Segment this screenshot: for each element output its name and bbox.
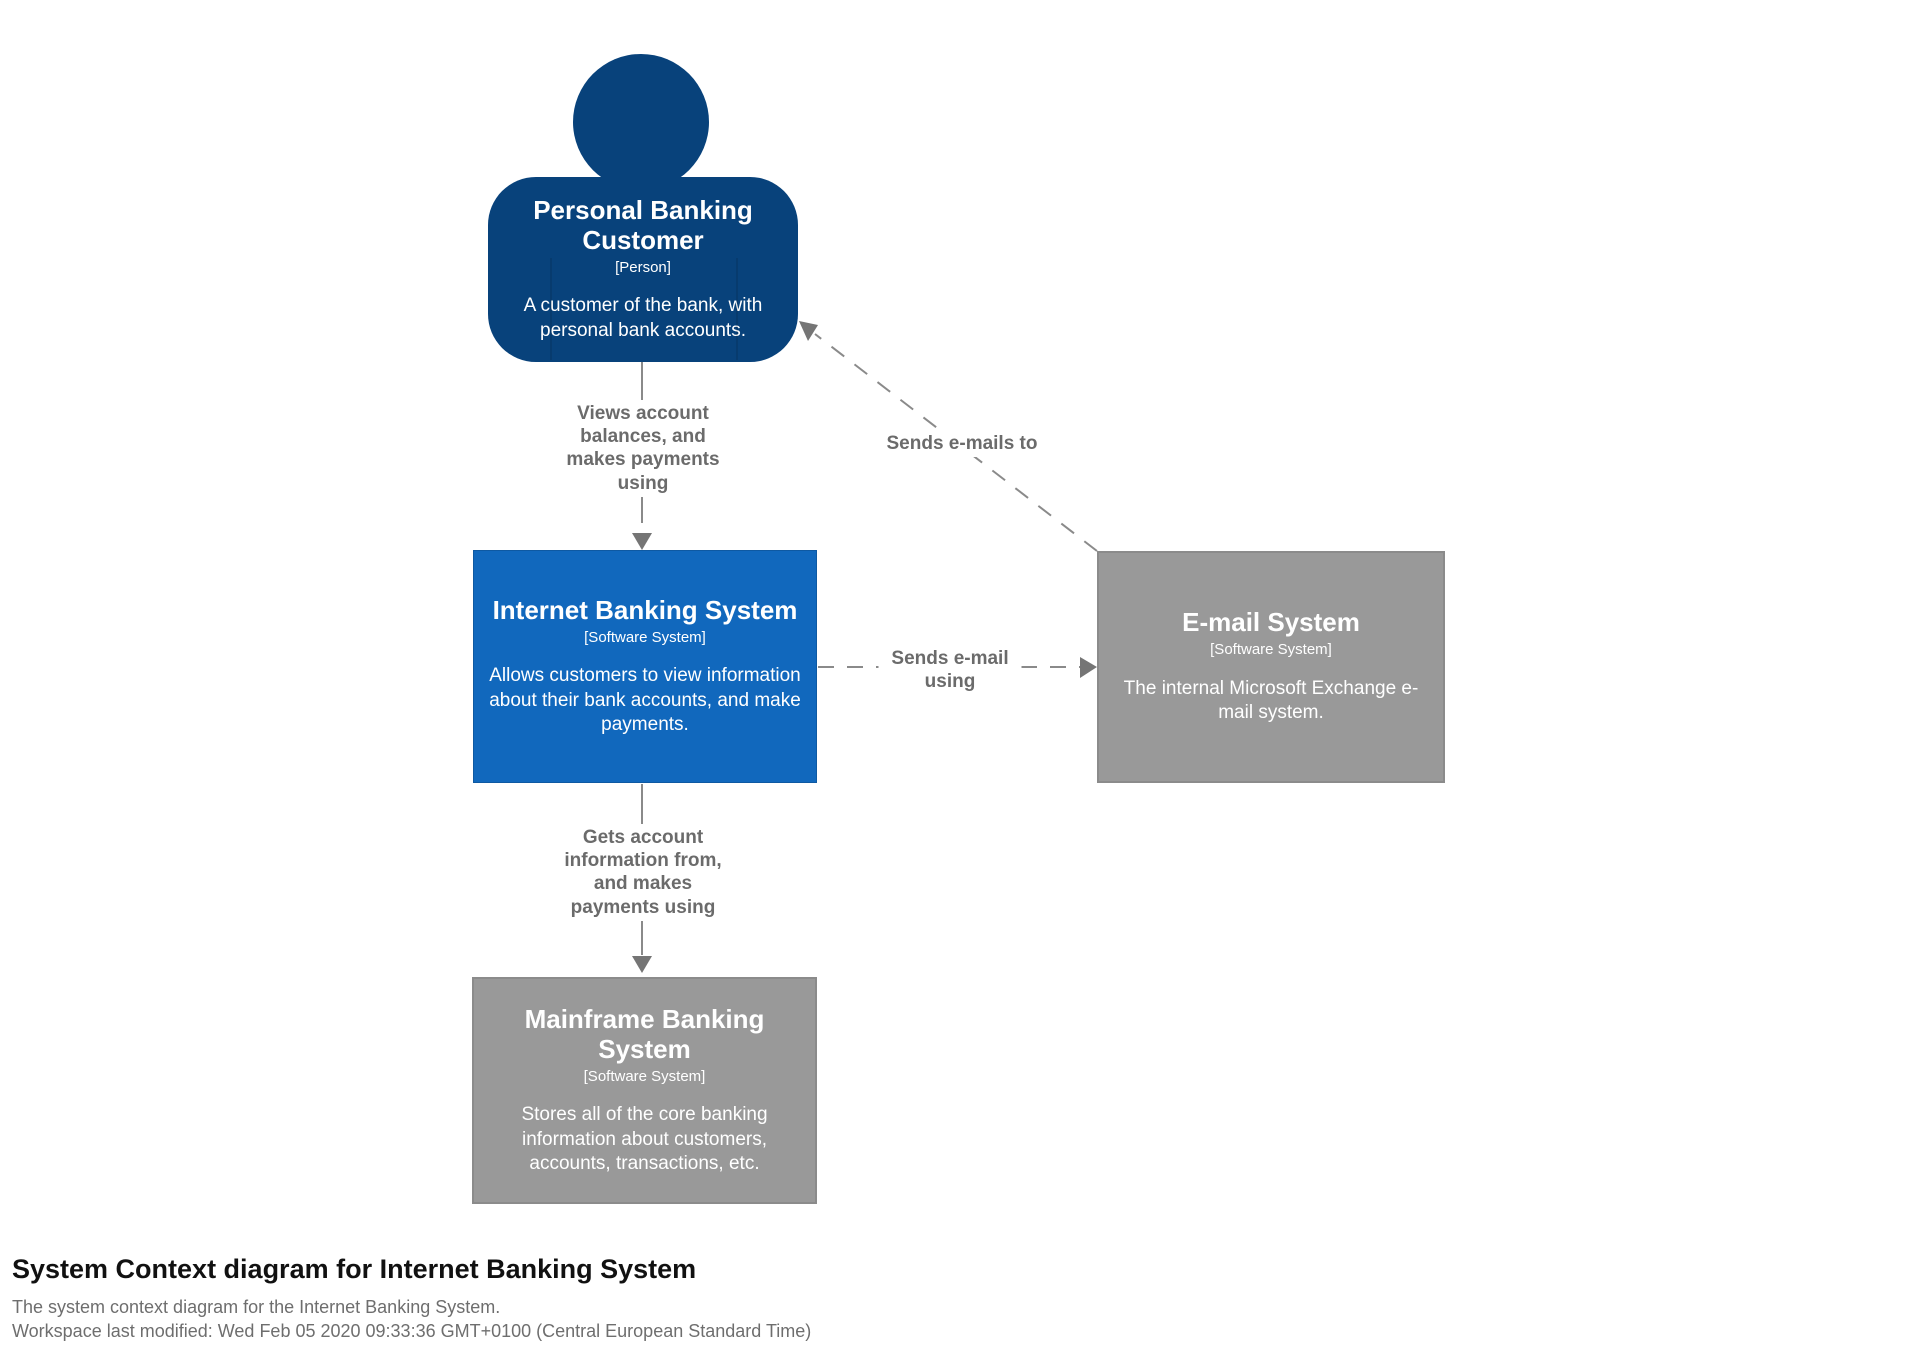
node-email-system: E-mail System [Software System] The inte…: [1097, 551, 1445, 783]
diagram-subtitle: The system context diagram for the Inter…: [12, 1296, 501, 1317]
node-personal-banking-customer: Personal Banking Customer [Person] A cus…: [488, 177, 798, 362]
node-internet-banking-system: Internet Banking System [Software System…: [473, 550, 817, 783]
edge-label-customer-to-ibs: Views account balances, and makes paymen…: [559, 400, 727, 497]
node-description: Allows customers to view information abo…: [489, 665, 801, 735]
node-type: [Software System]: [584, 628, 706, 646]
diagram-last-modified: Workspace last modified: Wed Feb 05 2020…: [12, 1320, 812, 1341]
node-type: [Software System]: [1210, 641, 1332, 659]
edge-label-ibs-to-email: Sends e-mail using: [878, 645, 1022, 696]
node-name: E-mail System: [1182, 607, 1360, 638]
node-name: Personal Banking Customer: [533, 194, 753, 255]
node-description: Stores all of the core banking informati…: [521, 1104, 768, 1174]
node-type: [Person]: [615, 258, 671, 276]
arrowhead-down-mainframe-icon: [632, 956, 652, 973]
arrowhead-right-email-icon: [1080, 657, 1097, 678]
arrowhead-upleft-customer-icon: [799, 321, 818, 341]
node-type: [Software System]: [583, 1067, 706, 1085]
person-head-icon: [573, 54, 709, 190]
edge-label-email-to-customer: Sends e-mails to: [882, 430, 1042, 458]
edge-label-ibs-to-mainframe: Gets account information from, and makes…: [551, 824, 735, 921]
person-arm-seam-left: [550, 258, 552, 360]
diagram-metadata: System Context diagram for Internet Bank…: [12, 1254, 812, 1343]
node-name: Internet Banking System: [492, 594, 798, 625]
diagram-title: System Context diagram for Internet Bank…: [12, 1254, 697, 1284]
node-description: The internal Microsoft Exchange e-mail s…: [1123, 678, 1419, 724]
node-description: A customer of the bank, with personal ba…: [523, 295, 763, 341]
node-name: Mainframe Banking System: [524, 1003, 765, 1064]
arrowhead-down-ibs-icon: [632, 533, 652, 550]
person-arm-seam-right: [736, 258, 738, 360]
node-mainframe-banking-system: Mainframe Banking System [Software Syste…: [472, 977, 817, 1204]
